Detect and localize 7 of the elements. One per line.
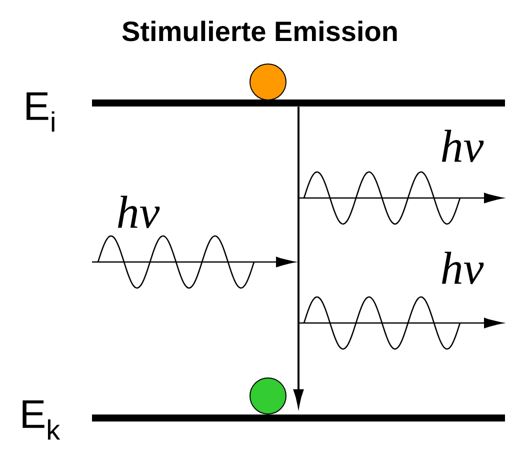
photon-label: hν <box>442 252 484 284</box>
photon-label: hν <box>118 196 160 228</box>
electron-circle <box>250 377 286 414</box>
energy-level-label: E$_{k}$ <box>22 400 60 440</box>
electron-circle <box>250 64 286 100</box>
title: Stimulierte Emission <box>122 20 397 42</box>
energy-level-label: E$_{i}$ <box>26 92 54 132</box>
